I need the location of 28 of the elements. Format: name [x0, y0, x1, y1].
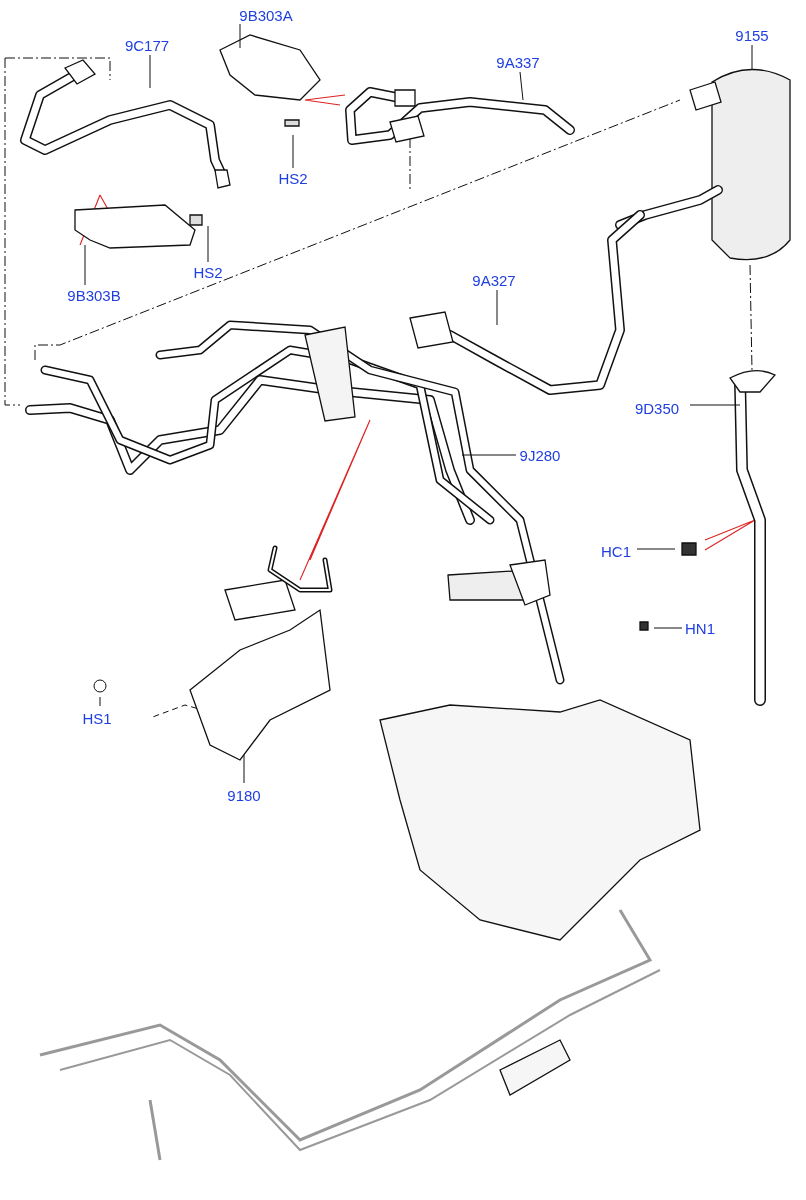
leader-line	[149, 54, 151, 89]
part-number: HN1	[685, 619, 715, 637]
part-number: 9J280	[519, 446, 561, 464]
leader-line	[636, 548, 676, 550]
part-number: HS2	[278, 169, 308, 187]
leader-line	[239, 23, 241, 49]
part-number: 9A337	[496, 53, 540, 71]
leader-line	[207, 225, 209, 263]
part-number: 9A327	[472, 271, 516, 289]
leader-line	[689, 404, 741, 406]
leader-line	[243, 754, 245, 784]
leader-line	[99, 696, 101, 707]
part-number: 9B303B	[67, 286, 121, 304]
leader-line	[519, 71, 524, 101]
part-number: HS2	[193, 263, 223, 281]
leader-line	[653, 627, 683, 629]
part-number: 9155	[735, 26, 769, 44]
leader-line	[292, 134, 294, 169]
part-number: 9180	[227, 786, 261, 804]
leader-line	[496, 289, 498, 326]
part-number: 9D350	[634, 399, 680, 417]
part-number: HC1	[601, 542, 631, 560]
part-number: 9B303A	[239, 6, 293, 24]
part-number: 9C177	[124, 36, 170, 54]
part-number: HS1	[82, 709, 112, 727]
leader-line	[461, 454, 517, 456]
leader-line	[84, 244, 86, 286]
leader-line	[751, 44, 753, 71]
